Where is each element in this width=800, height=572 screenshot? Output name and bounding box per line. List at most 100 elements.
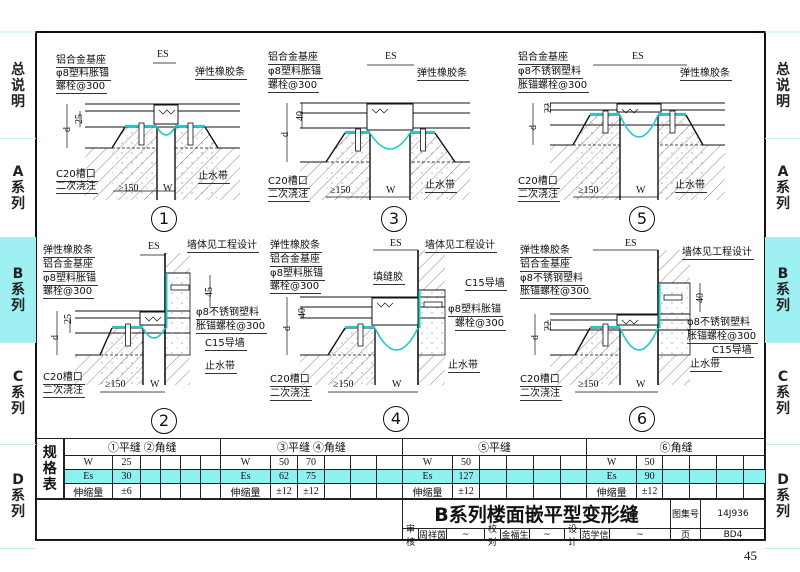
sidebar-tab-1[interactable]: 总说明: [0, 33, 36, 139]
spec-group-header: ⑤平缝: [402, 438, 588, 456]
detail-5-callout: 胀锚螺栓@300: [518, 80, 590, 93]
slab-hatch: [418, 355, 445, 385]
spec-cell: 127: [452, 469, 481, 484]
waterstop-curve: [374, 327, 419, 351]
spec-cell: [560, 469, 588, 484]
detail-1-dimension: 25: [74, 114, 85, 124]
spec-cell: [199, 455, 222, 470]
sidebar-tab-label: A系列: [776, 163, 790, 212]
detail-4-dimension: ≥150: [333, 379, 354, 390]
detail-5-dimension: 22: [543, 103, 554, 113]
title-block-blank: [36, 498, 403, 541]
sidebar-tab-label: B系列: [776, 265, 790, 314]
sidebar-tab-label: D系列: [776, 472, 790, 520]
c20-infill: [112, 127, 157, 200]
sidebar-tab-3[interactable]: B系列: [0, 237, 36, 343]
detail-6-dimension: 22: [543, 321, 554, 331]
chamfer-edge: [434, 132, 456, 163]
wall-hatch: [658, 250, 690, 283]
detail-3-callout: C20槽口: [268, 176, 310, 189]
c20-infill: [175, 127, 218, 200]
anchor-bolt: [669, 110, 676, 134]
detail-3-dimension: W: [386, 185, 396, 196]
sidebar-tab-5[interactable]: D系列: [0, 444, 36, 549]
detail-4-callout: 螺栓@300: [455, 318, 507, 331]
waterstop-curve: [619, 114, 659, 138]
page-label: 页: [670, 528, 701, 541]
page-number: 45: [744, 548, 757, 563]
spec-table-tag: 规格表: [36, 438, 65, 500]
detail-3-callout: 二次浇注: [268, 189, 310, 202]
designer-signature: ~: [609, 528, 671, 541]
sidebar-tab-label: D系列: [11, 472, 25, 520]
detail-3-dimension: ≥150: [330, 185, 351, 196]
spec-cell: [479, 469, 508, 484]
rubber-strip: [144, 316, 162, 322]
sidebar-tab-2[interactable]: A系列: [765, 138, 800, 238]
detail-4-callout: φ8塑料胀锚: [448, 304, 503, 317]
detail-5-dimension: ≥150: [578, 185, 599, 196]
detail-6-callout: 铝合金基座: [520, 259, 572, 272]
c15-guide-wall: [657, 282, 691, 356]
chamfer-edge: [574, 327, 591, 356]
detail-1-callout: 二次浇注: [56, 181, 98, 194]
anchor-bolt: [357, 323, 364, 347]
spec-cell: 62: [270, 469, 299, 484]
detail-1-dimension: ≥150: [118, 183, 139, 194]
sidebar-tab-4[interactable]: C系列: [0, 342, 36, 445]
detail-2-callout: 止水带: [205, 361, 237, 374]
detail-2-callout: 墙体见工程设计: [187, 240, 259, 253]
aluminum-cover-profile: [139, 311, 166, 326]
detail-3-callout: 止水带: [425, 180, 457, 193]
spec-cell: [689, 455, 718, 470]
detail-1-callout: φ8塑料胀锚: [56, 68, 111, 81]
spec-row-label: W: [63, 455, 113, 470]
chamfer-edge: [572, 114, 591, 146]
sidebar-tab-5[interactable]: D系列: [765, 444, 800, 549]
rubber-strip: [371, 108, 389, 114]
sidebar-tab-label: A系列: [11, 163, 25, 212]
detail-2-callout: φ8不锈钢塑料: [196, 307, 261, 320]
sidebar-tab-3[interactable]: B系列: [765, 237, 800, 343]
sidebar-tab-1[interactable]: 总说明: [765, 33, 800, 139]
detail-5-dimension: W: [636, 185, 646, 196]
spec-cell: 50: [452, 455, 481, 470]
spec-cell: [506, 455, 535, 470]
chamfer-edge: [111, 126, 126, 149]
detail-2-callout: φ8塑料胀锚: [43, 273, 98, 286]
spec-cell: ±12: [452, 483, 481, 500]
detail-1-dimension: d: [62, 127, 73, 132]
detail-6-dimension: ES: [625, 238, 637, 249]
reviewer-signature: ~: [446, 528, 485, 541]
sidebar-tab-label: 总说明: [11, 61, 25, 110]
detail-6-number-badge: 6: [629, 406, 655, 432]
detail-3-callout: 螺栓@300: [268, 80, 320, 93]
c20-infill: [328, 328, 375, 385]
spec-cell: [662, 469, 691, 484]
detail-4-callout: 弹性橡胶条: [270, 240, 322, 253]
detail-4-callout: 螺栓@300: [270, 281, 322, 294]
spec-cell: [160, 469, 181, 484]
anchor-bolt: [138, 122, 145, 146]
waterstop-curve: [156, 126, 176, 136]
spec-row-label: W: [586, 455, 638, 470]
anchor-bolt: [602, 110, 609, 134]
detail-6-dimension: W: [636, 379, 646, 390]
detail-4-dimension: 40: [297, 308, 308, 318]
detail-6-callout: φ8不锈钢塑料: [687, 317, 752, 330]
detail-6-dimension: ≥150: [578, 379, 599, 390]
sidebar-tab-label: C系列: [776, 369, 790, 417]
detail-2-dimension: d: [50, 335, 61, 340]
detail-6-callout: 胀锚螺栓@300: [687, 331, 759, 344]
aluminum-cover-profile: [366, 103, 414, 131]
detail-3-number-badge: 3: [381, 206, 407, 232]
sidebar-tab-label: C系列: [11, 369, 25, 417]
aluminum-cover-profile: [616, 103, 662, 113]
detail-6-dimension: d: [530, 335, 541, 340]
anchor-bolt: [187, 122, 194, 146]
sidebar-tab-4[interactable]: C系列: [765, 342, 800, 445]
sidebar-tab-2[interactable]: A系列: [0, 138, 36, 238]
sidebar-tab-label: 总说明: [776, 61, 790, 110]
